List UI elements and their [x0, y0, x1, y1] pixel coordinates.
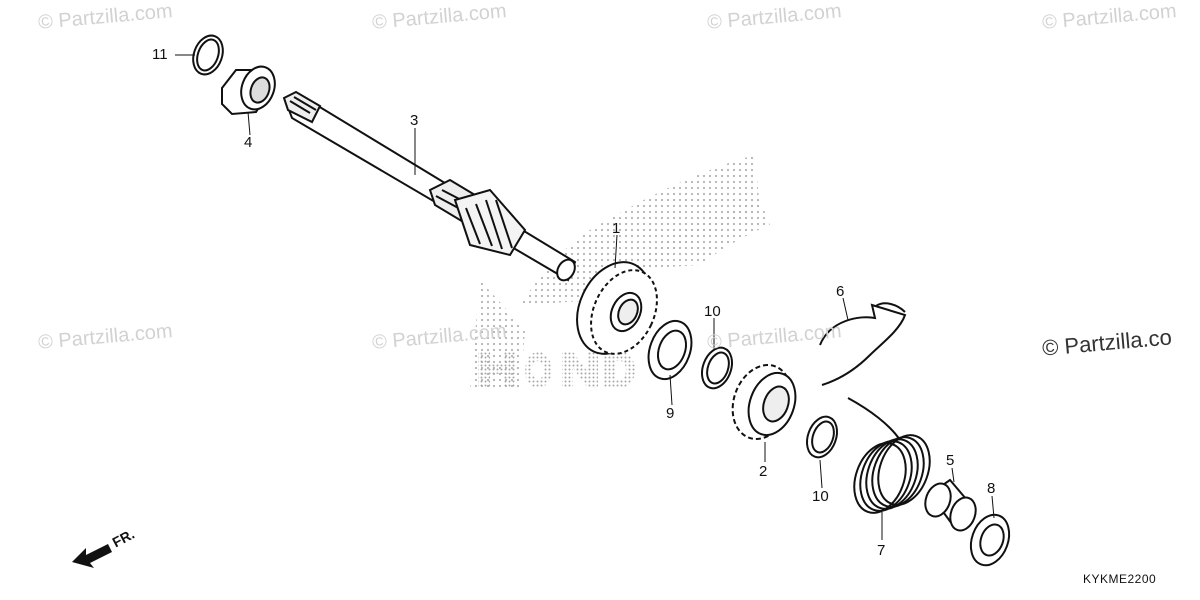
- front-direction-arrow: [72, 544, 112, 568]
- part-9-washer[interactable]: [641, 315, 699, 385]
- leader-lines: [175, 54, 995, 540]
- part-7-spring[interactable]: [845, 397, 939, 520]
- part-1-gear[interactable]: [563, 250, 670, 366]
- callout-11: 11: [152, 46, 168, 63]
- callout-1: 1: [612, 220, 621, 237]
- callout-7: 7: [877, 542, 886, 559]
- callout-10-upper: 10: [704, 303, 721, 320]
- callout-8: 8: [987, 480, 996, 497]
- callout-9: 9: [666, 405, 675, 422]
- part-8-washer[interactable]: [964, 509, 1016, 570]
- honda-wing-watermark: [470, 155, 770, 390]
- callout-6: 6: [836, 283, 845, 300]
- part-11-snap-ring[interactable]: [188, 31, 228, 78]
- callout-3: 3: [410, 112, 419, 129]
- part-4-collar[interactable]: [221, 62, 281, 116]
- callout-10-lower: 10: [812, 488, 829, 505]
- callout-5: 5: [946, 452, 955, 469]
- callout-2: 2: [759, 463, 768, 480]
- part-10-snap-ring-upper[interactable]: [697, 343, 738, 392]
- callout-4: 4: [244, 134, 253, 151]
- part-6-spring-clip[interactable]: [819, 302, 907, 386]
- part-10-snap-ring-lower[interactable]: [802, 412, 843, 461]
- part-5-bushing[interactable]: [921, 478, 980, 534]
- diagram-code: KYKME2200: [1083, 572, 1157, 586]
- part-3-shaft[interactable]: [282, 90, 578, 284]
- part-2-ratchet[interactable]: [723, 357, 804, 448]
